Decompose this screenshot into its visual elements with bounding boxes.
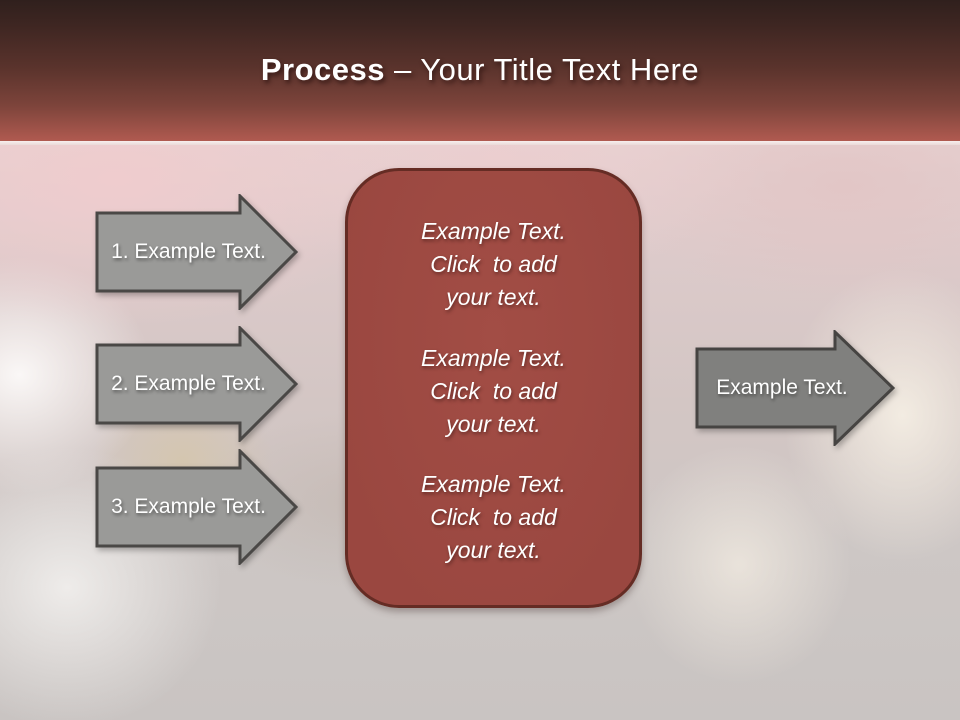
panel-text-block-2[interactable]: Example Text. Click to add your text. bbox=[421, 344, 566, 437]
right-arrow-shape bbox=[95, 326, 298, 442]
step-arrow-1-label[interactable]: 1. Example Text. bbox=[111, 240, 266, 263]
panel-text-block-3[interactable]: Example Text. Click to add your text. bbox=[421, 471, 566, 563]
right-arrow-shape bbox=[95, 449, 298, 565]
header-divider-line bbox=[0, 141, 960, 145]
step-arrow-1[interactable]: 1. Example Text. bbox=[95, 194, 298, 310]
header-band: Process– Your Title Text Here bbox=[0, 0, 960, 141]
right-arrow-shape bbox=[95, 194, 298, 310]
center-panel[interactable]: Example Text. Click to add your text. Ex… bbox=[345, 168, 642, 608]
panel-text-block-1[interactable]: Example Text. Click to add your text. bbox=[421, 218, 566, 310]
step-arrow-2-label[interactable]: 2. Example Text. bbox=[111, 372, 266, 395]
step-arrow-2[interactable]: 2. Example Text. bbox=[95, 326, 298, 442]
right-arrow-shape bbox=[695, 330, 895, 446]
page-title[interactable]: Process– Your Title Text Here bbox=[0, 52, 960, 88]
output-arrow-label[interactable]: Example Text. bbox=[716, 376, 848, 399]
step-arrow-3[interactable]: 3. Example Text. bbox=[95, 449, 298, 565]
page-title-keyword: Process bbox=[260, 52, 386, 87]
page-title-placeholder: – Your Title Text Here bbox=[394, 52, 700, 87]
output-arrow[interactable]: Example Text. bbox=[695, 330, 895, 446]
step-arrow-3-label[interactable]: 3. Example Text. bbox=[111, 495, 266, 518]
